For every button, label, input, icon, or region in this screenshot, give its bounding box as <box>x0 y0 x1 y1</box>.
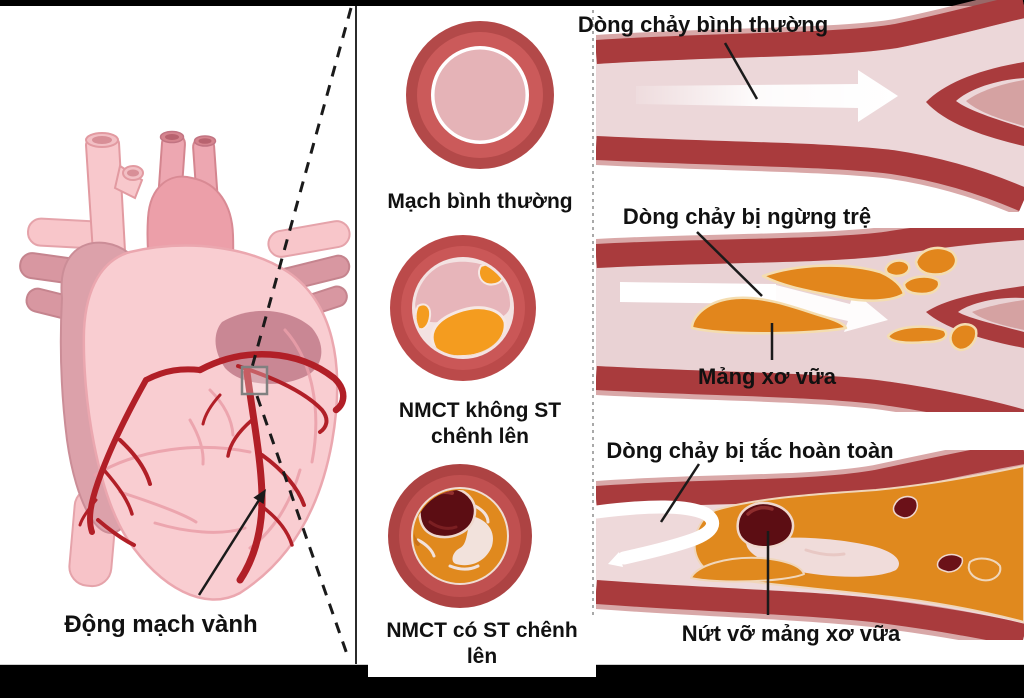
label-normal-flow: Dòng chảy bình thường <box>577 12 829 37</box>
plaque-deposits <box>690 246 978 352</box>
branch-wedge <box>926 62 1024 146</box>
label-nstemi: NMCT không ST chênh lên <box>398 399 562 448</box>
label-stemi: NMCT có ST chênh lên <box>368 616 596 678</box>
ruptured-clot <box>736 501 795 549</box>
dotted-divider-line <box>592 10 594 660</box>
blocked-flow-vessel <box>596 450 1024 640</box>
normal-flow-vessel <box>596 0 1024 212</box>
flow-arrow-icon <box>636 70 898 122</box>
label-normal-vessel: Mạch bình thường <box>387 190 573 213</box>
label-stagnant-flow: Dòng chảy bị ngừng trệ <box>622 204 872 229</box>
panel-divider-line <box>355 6 357 664</box>
label-plaque: Mảng xơ vữa <box>698 364 836 389</box>
label-blocked-flow: Dòng chảy bị tắc hoàn toàn <box>606 438 894 463</box>
plaque-main <box>430 306 507 356</box>
thrombus-streaks <box>452 516 494 566</box>
heart-illustration <box>19 130 351 601</box>
nstemi-vessel-cross-section <box>390 235 536 381</box>
label-coronary-artery: Động mạch vành <box>64 611 258 638</box>
top-letterbox-bar <box>0 0 1024 6</box>
stemi-vessel-cross-section <box>388 464 532 608</box>
reversed-flow-arrow-icon <box>596 500 720 567</box>
branch-wedge <box>926 286 1024 348</box>
normal-vessel-cross-section <box>406 21 554 169</box>
label-ruptured-plaque: Nứt vỡ mảng xơ vữa <box>681 621 901 646</box>
plaque-left <box>415 303 432 331</box>
zoom-region-square <box>240 365 269 396</box>
